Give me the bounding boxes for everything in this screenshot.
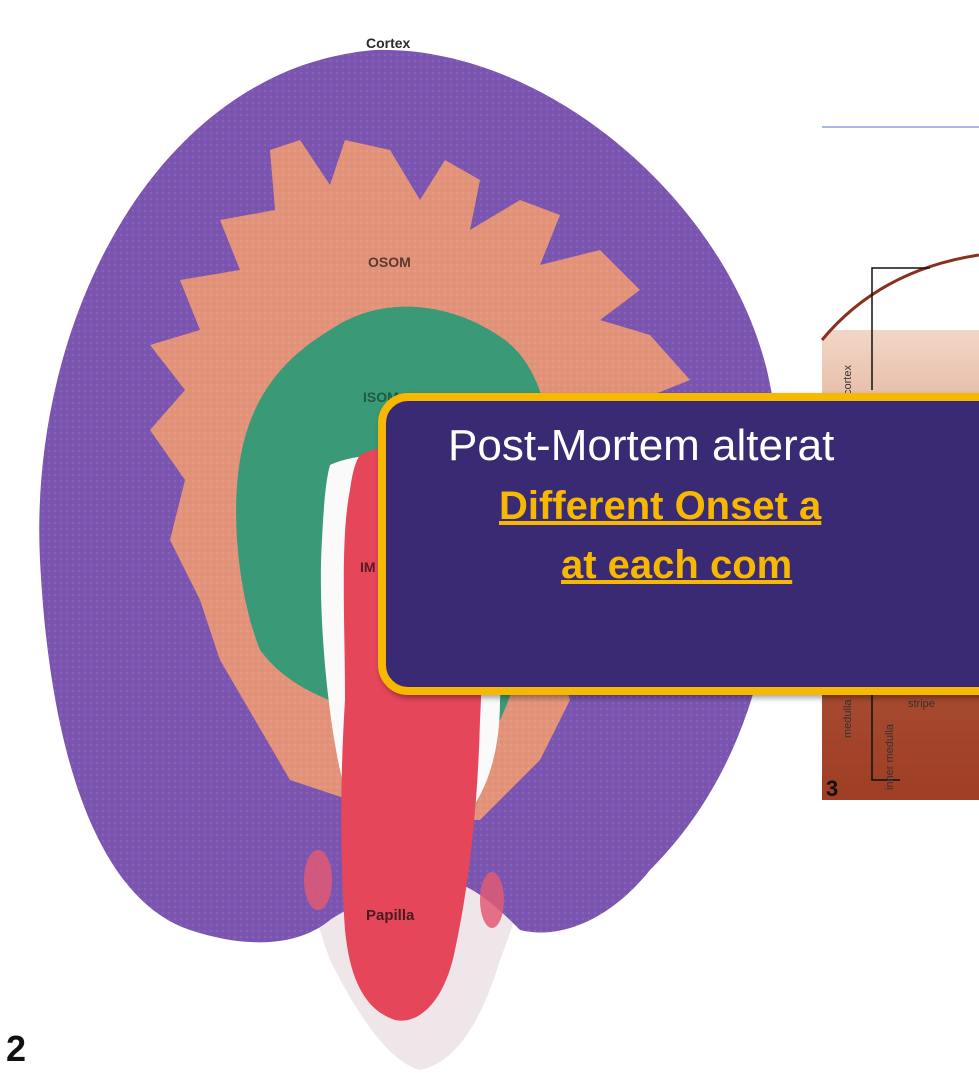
panel-number-right: 3	[826, 776, 838, 802]
callout-line-2: Different Onset a	[499, 484, 821, 529]
label-osom: OSOM	[368, 254, 411, 270]
callout-line-1: Post-Mortem alterat	[448, 421, 834, 471]
callout-box: Post-Mortem alterat Different Onset a at…	[378, 393, 979, 695]
panel-number-left: 2	[6, 1028, 26, 1070]
label-cortex: Cortex	[366, 35, 411, 51]
axis-label-cortex: cortex	[842, 365, 854, 395]
label-papilla: Papilla	[366, 907, 415, 924]
axis-label-medulla: medulla	[842, 699, 854, 738]
vessel	[480, 872, 504, 928]
callout-line-3: at each com	[561, 543, 792, 588]
label-stripe: stripe	[908, 698, 935, 710]
axis-label-inner-medulla: inner medulla	[884, 723, 896, 790]
vessel	[304, 850, 332, 910]
label-im: IM	[360, 559, 376, 575]
